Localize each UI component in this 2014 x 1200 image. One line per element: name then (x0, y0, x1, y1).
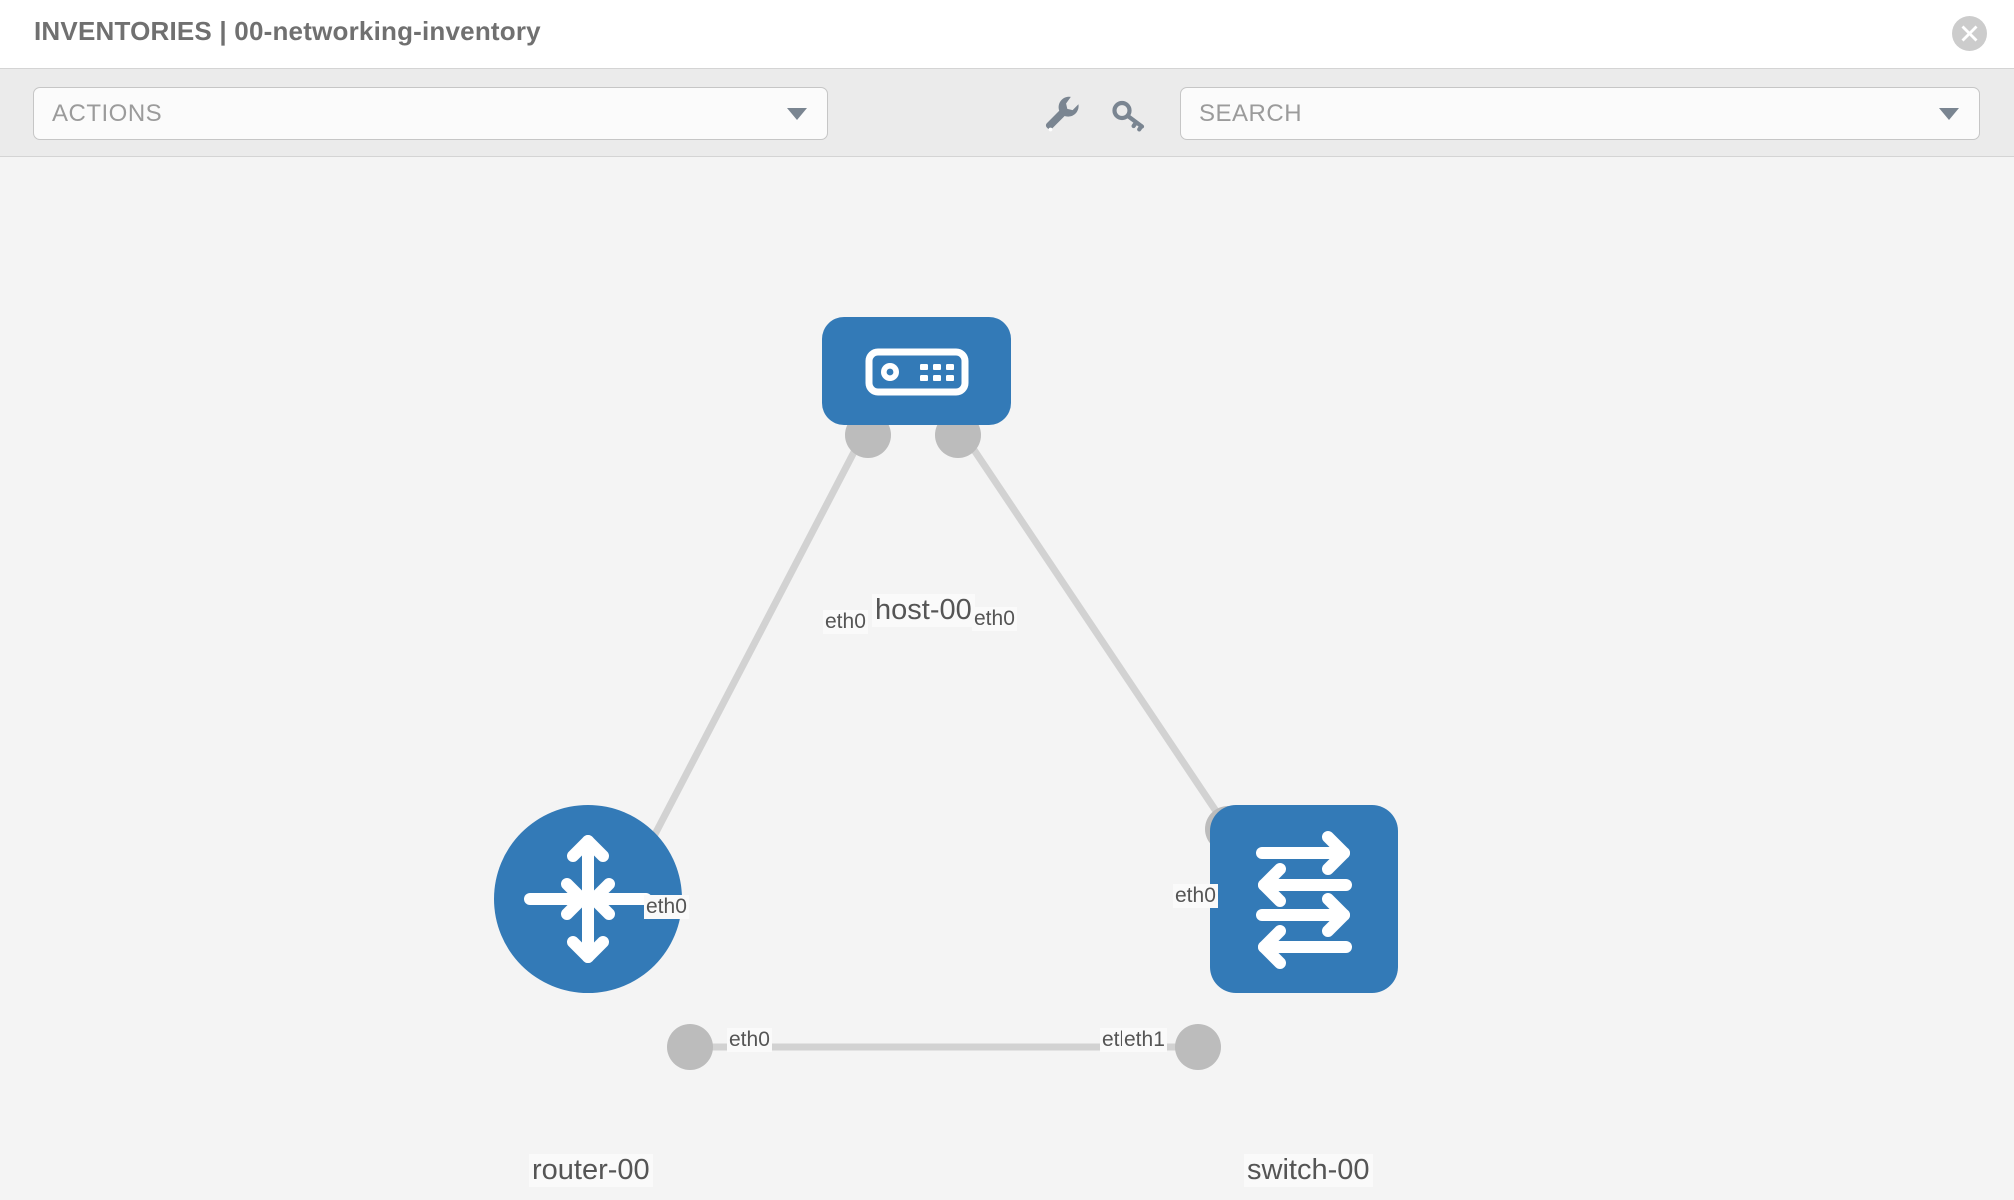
search-input[interactable]: SEARCH (1180, 87, 1980, 140)
connector-router-eth0-right (667, 1024, 713, 1070)
topology-canvas[interactable]: host-00 router-00 switch-00 eth0 eth0 et… (0, 157, 2014, 1200)
iface-label-host-left: eth0 (823, 610, 868, 634)
close-icon[interactable] (1952, 16, 1987, 51)
search-placeholder: SEARCH (1199, 99, 1303, 127)
wrench-icon[interactable] (1040, 95, 1084, 135)
network-topology: host-00 router-00 switch-00 eth0 eth0 et… (0, 157, 2014, 1200)
switch-arrows-icon (1256, 831, 1352, 969)
node-label-router-00: router-00 (529, 1154, 653, 1187)
iface-label-host-right: eth0 (972, 607, 1017, 631)
iface-label-switch-uplink: eth0 (1173, 884, 1218, 908)
chevron-down-icon (1939, 107, 1959, 120)
chevron-down-icon (787, 107, 807, 120)
toolbar: ACTIONS SEARCH (0, 68, 2014, 157)
link-host-switch (957, 427, 1231, 831)
connector-handles (667, 412, 1251, 1070)
iface-label-switch-left-front: eth1 (1122, 1028, 1167, 1052)
node-host-00[interactable] (822, 317, 1011, 425)
node-switch-00[interactable] (1210, 805, 1398, 993)
key-icon[interactable] (1108, 95, 1152, 135)
iface-label-router-right: eth0 (727, 1028, 772, 1052)
router-arrows-icon (524, 835, 652, 963)
actions-dropdown-label: ACTIONS (52, 99, 163, 127)
server-icon (865, 348, 969, 396)
connector-switch-eth1-left (1175, 1024, 1221, 1070)
page-header: INVENTORIES | 00-networking-inventory (0, 0, 2014, 68)
node-label-host-00: host-00 (872, 594, 975, 627)
page-title: INVENTORIES | 00-networking-inventory (34, 16, 541, 46)
link-host-router (648, 427, 870, 842)
topology-edges (648, 412, 1251, 1070)
actions-dropdown[interactable]: ACTIONS (33, 87, 828, 140)
node-label-switch-00: switch-00 (1244, 1154, 1373, 1187)
iface-label-router-uplink: eth0 (644, 895, 689, 919)
